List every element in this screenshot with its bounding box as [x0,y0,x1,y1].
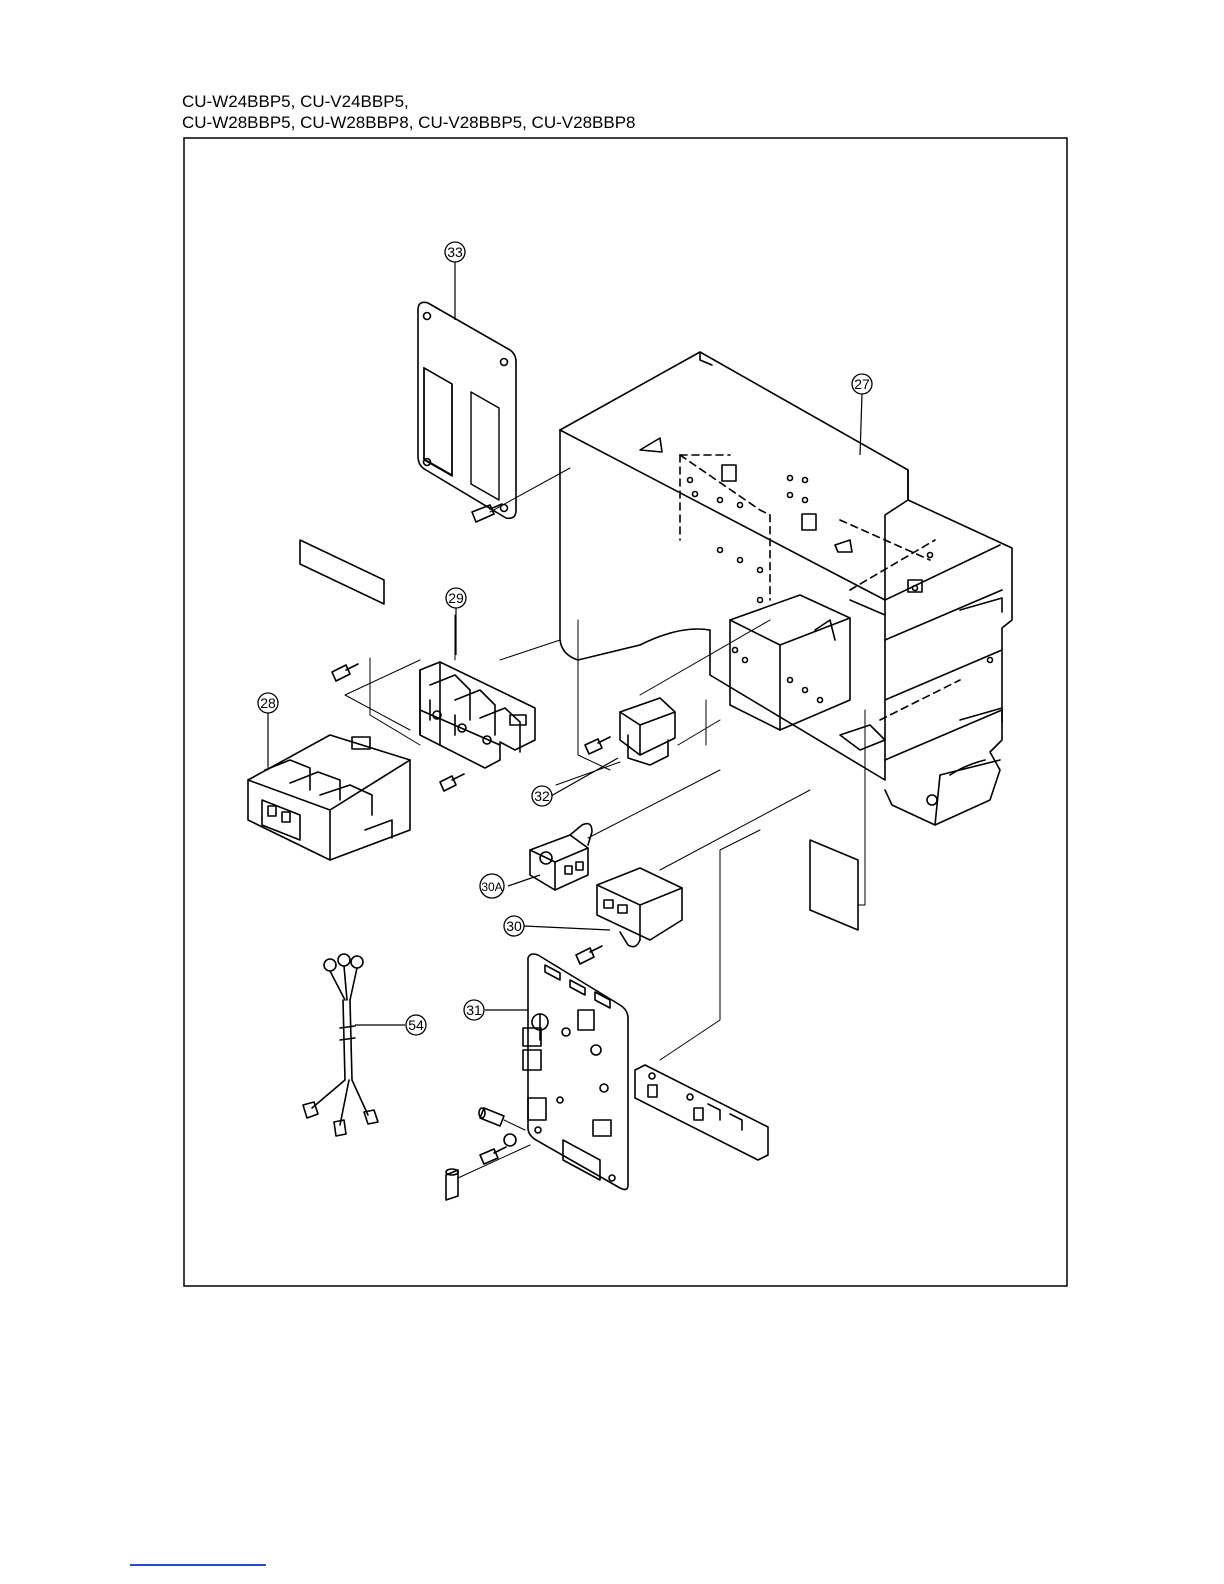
callout-30a-label: 30A [481,880,502,894]
screw [332,664,358,681]
callout-27-label: 27 [854,376,870,392]
label-sheet [810,840,858,930]
callout-30: 30 [504,916,524,936]
screw [585,737,610,754]
transformer [620,698,675,765]
callout-33-label: 33 [447,244,463,260]
screw [576,946,602,964]
fuse-holder [504,1134,516,1146]
fuse [479,1108,504,1126]
callout-28: 28 [258,693,278,713]
callout-30a: 30A [480,874,504,898]
callout-33: 33 [445,242,465,262]
callout-32: 32 [532,786,552,806]
callout-54-label: 54 [408,1017,424,1033]
control-pcb [523,954,628,1189]
capacitor-30 [597,868,682,947]
capacitor-30a [530,824,592,890]
callout-30-label: 30 [506,918,522,934]
fuse-glass [446,1169,458,1200]
terminal-plate [635,1065,768,1160]
terminal-block [420,662,535,768]
footer-rule [130,1564,266,1566]
wiring-harness [303,954,378,1136]
callout-28-label: 28 [260,695,276,711]
callout-32-label: 32 [534,788,550,804]
callout-29: 29 [446,588,466,608]
callout-54: 54 [406,1015,426,1035]
callout-31: 31 [464,1000,484,1020]
label-strip [300,540,384,604]
screw [440,774,464,791]
magnetic-contactor [248,735,410,860]
cover-plate [418,302,516,518]
callout-31-label: 31 [466,1002,482,1018]
callout-27: 27 [852,374,872,394]
callout-29-label: 29 [448,590,464,606]
